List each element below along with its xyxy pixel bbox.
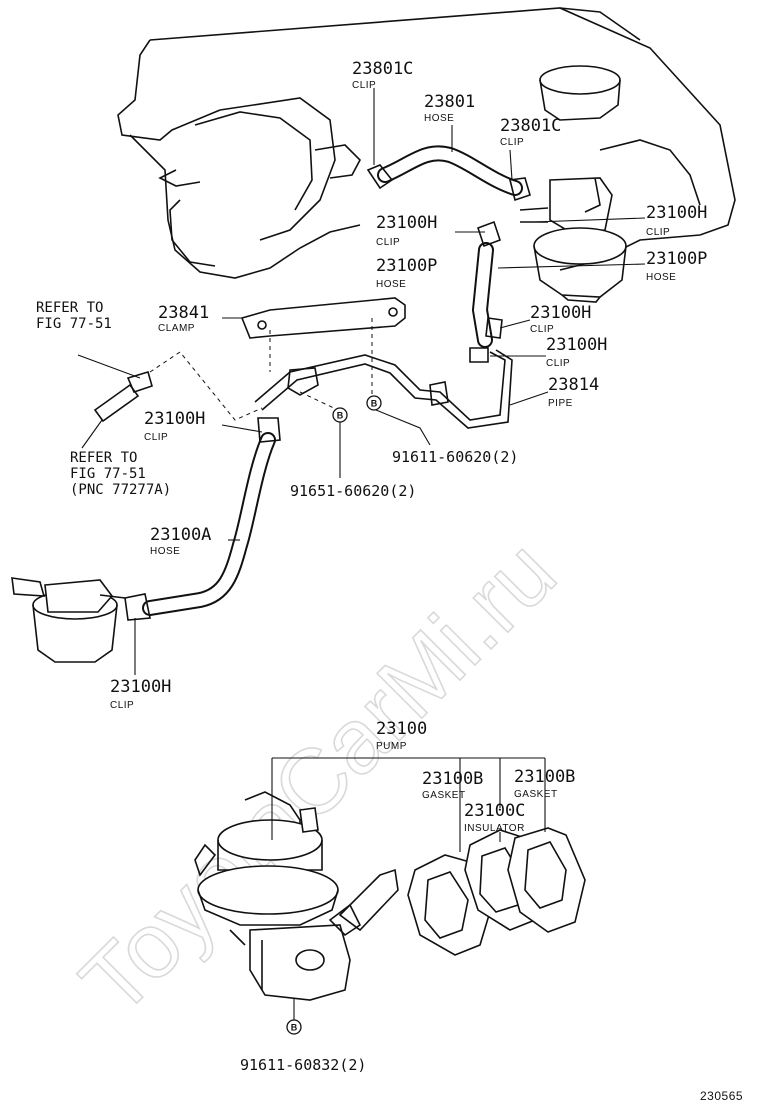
label-23100c-name: INSULATOR bbox=[464, 823, 525, 834]
label-23100a-name: HOSE bbox=[150, 546, 180, 557]
ref-bottom-line1: REFER TO bbox=[70, 450, 137, 466]
label-23100h-e-part: 23100H bbox=[144, 409, 205, 429]
label-23801c-right-name: CLIP bbox=[500, 137, 524, 148]
ref-top-line2: FIG 77-51 bbox=[36, 316, 112, 332]
label-23100h-e-name: CLIP bbox=[144, 432, 168, 443]
label-23100p-a-part: 23100P bbox=[376, 256, 437, 276]
label-23801c-top-part: 23801C bbox=[352, 59, 413, 79]
label-23100b-a-part: 23100B bbox=[422, 769, 483, 789]
ref-bottom-line2: FIG 77-51 bbox=[70, 466, 146, 482]
hose-23100a bbox=[124, 417, 281, 621]
label-23801c-top-name: CLIP bbox=[352, 80, 376, 91]
svg-text:B: B bbox=[291, 1023, 298, 1033]
fitting-left bbox=[93, 371, 153, 423]
label-23100h-c-part: 23100H bbox=[530, 303, 591, 323]
label-23100h-d-name: CLIP bbox=[546, 358, 570, 369]
bolt-marker-a: B bbox=[366, 395, 382, 411]
pipe-23814 bbox=[254, 349, 513, 429]
label-23100p-b-part: 23100P bbox=[646, 249, 707, 269]
label-23801-part: 23801 bbox=[424, 92, 475, 112]
label-23100h-b-name: CLIP bbox=[646, 227, 670, 238]
bolt-marker-b: B bbox=[332, 407, 348, 423]
label-23100b-b-name: GASKET bbox=[514, 789, 558, 800]
label-23100h-f-name: CLIP bbox=[110, 700, 134, 711]
label-23100h-f-part: 23100H bbox=[110, 677, 171, 697]
label-23100-part: 23100 bbox=[376, 719, 427, 739]
label-23100p-b-name: HOSE bbox=[646, 272, 676, 283]
label-23100b-b-part: 23100B bbox=[514, 767, 575, 787]
label-23841-part: 23841 bbox=[158, 303, 209, 323]
label-23100h-b-part: 23100H bbox=[646, 203, 707, 223]
svg-text:B: B bbox=[337, 411, 344, 421]
ref-bottom-line3: (PNC 77277A) bbox=[70, 482, 171, 498]
bolt-label-b: 91651-60620(2) bbox=[290, 482, 416, 500]
bolt-label-a: 91611-60620(2) bbox=[392, 448, 518, 466]
label-23100h-a-part: 23100H bbox=[376, 213, 437, 233]
label-23100h-d-part: 23100H bbox=[546, 335, 607, 355]
label-23100-name: PUMP bbox=[376, 741, 407, 752]
label-23100h-a-name: CLIP bbox=[376, 237, 400, 248]
fuel-pump bbox=[194, 791, 399, 1001]
bolt-marker-c: B bbox=[286, 1019, 302, 1035]
svg-text:B: B bbox=[371, 399, 378, 409]
canister bbox=[519, 177, 627, 303]
label-23841-name: CLAMP bbox=[158, 323, 195, 334]
label-23100b-a-name: GASKET bbox=[422, 790, 466, 801]
label-23100h-c-name: CLIP bbox=[530, 324, 554, 335]
label-23801-name: HOSE bbox=[424, 113, 454, 124]
clamp-23841 bbox=[240, 297, 406, 396]
figure-number: 230565 bbox=[700, 1089, 743, 1103]
label-23814-name: PIPE bbox=[548, 398, 573, 409]
gaskets bbox=[407, 827, 586, 956]
label-23100p-a-name: HOSE bbox=[376, 279, 406, 290]
leader-lines bbox=[77, 88, 646, 1020]
hose-23801 bbox=[366, 145, 531, 202]
ref-top-line1: REFER TO bbox=[36, 300, 103, 316]
label-23100c-part: 23100C bbox=[464, 801, 525, 821]
bolt-label-c: 91611-60832(2) bbox=[240, 1056, 366, 1074]
engine-outline bbox=[117, 7, 736, 279]
label-23801c-right-part: 23801C bbox=[500, 116, 561, 136]
label-23814-part: 23814 bbox=[548, 375, 599, 395]
hose-23100p bbox=[469, 220, 503, 363]
label-23100a-part: 23100A bbox=[150, 525, 211, 545]
fuel-filter bbox=[11, 577, 126, 663]
dashed-leaders bbox=[149, 318, 373, 421]
